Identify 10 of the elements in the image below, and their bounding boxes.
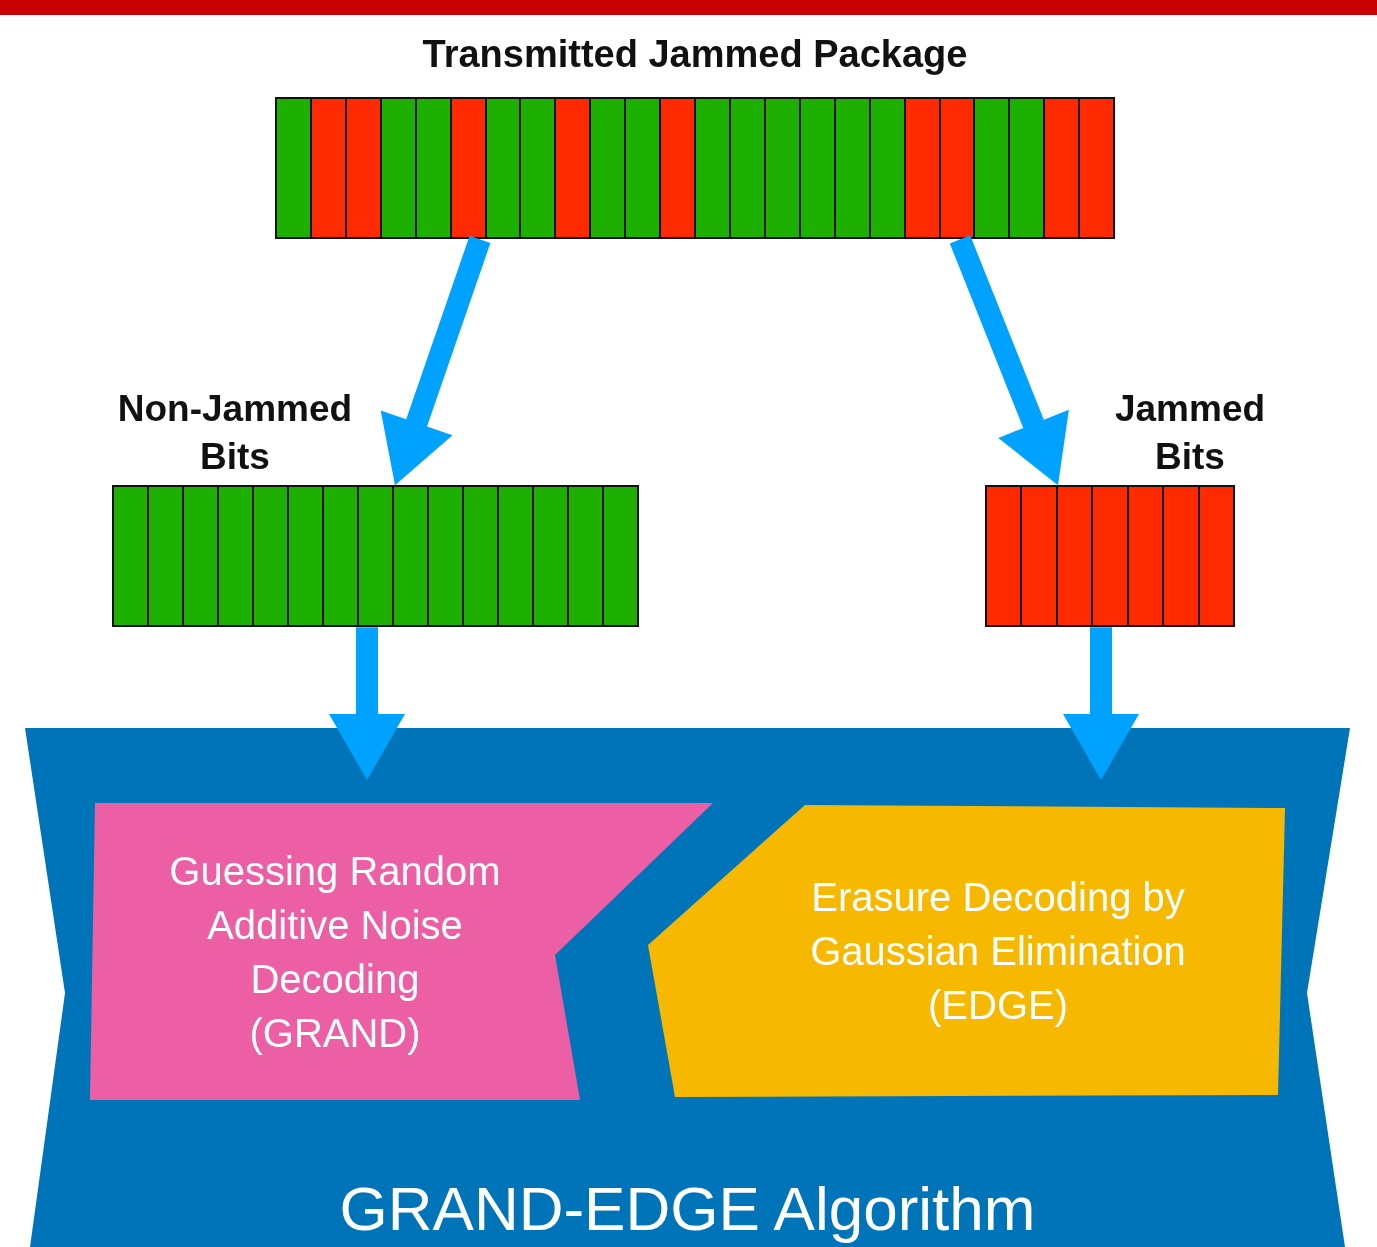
decoder-label: Erasure Decoding by Gaussian Elimination (EDGE) xyxy=(809,874,1187,1029)
algorithm-title: GRAND-EDGE Algorithm xyxy=(338,1172,1037,1245)
bar-label: Jammed Bits xyxy=(1113,387,1267,480)
decoder-label: Guessing Random Additive Noise Decoding (GRAND) xyxy=(168,847,502,1057)
arrow xyxy=(329,627,405,780)
bar-label: Non-Jammed Bits xyxy=(116,387,354,480)
arrow xyxy=(380,235,491,486)
bar-label: Transmitted Jammed Package xyxy=(421,32,969,77)
arrow xyxy=(949,235,1069,486)
arrow xyxy=(1063,627,1139,780)
